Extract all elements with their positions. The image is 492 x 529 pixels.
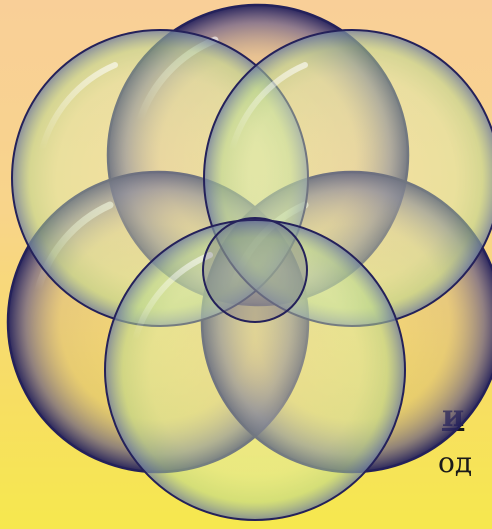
bubble-center xyxy=(203,218,307,322)
